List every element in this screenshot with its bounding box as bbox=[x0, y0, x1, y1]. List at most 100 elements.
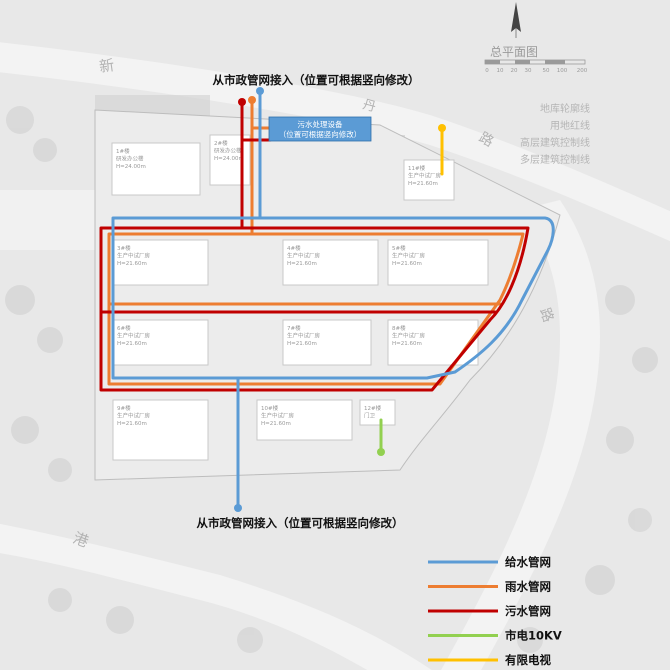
road-north bbox=[0, 42, 670, 242]
building-label: 8#楼 bbox=[392, 324, 406, 332]
scale-tick-label: 0 bbox=[485, 68, 489, 74]
building-label: 5#楼 bbox=[392, 244, 406, 252]
legend-label: 市电10KV bbox=[505, 629, 562, 643]
building-label: 12#楼 bbox=[364, 404, 382, 412]
trees bbox=[5, 106, 658, 653]
road-name: 路 bbox=[476, 130, 496, 151]
scale-tick-label: 50 bbox=[543, 68, 550, 74]
building-label: H=21.60m bbox=[392, 341, 422, 347]
road-west bbox=[0, 190, 100, 250]
building-label: 生产中试厂房 bbox=[117, 412, 151, 420]
building-label: H=21.60m bbox=[117, 261, 147, 267]
building-outline bbox=[282, 239, 379, 286]
building-label: 11#楼 bbox=[408, 164, 426, 172]
building-label: 生产中试厂房 bbox=[287, 332, 321, 340]
legend-item-tv: 有限电视 bbox=[428, 653, 551, 667]
building-outline bbox=[282, 319, 372, 366]
building-label: 3#楼 bbox=[117, 244, 131, 252]
road-east bbox=[441, 200, 600, 670]
building-label: 4#楼 bbox=[287, 244, 301, 252]
building-label: H=21.60m bbox=[408, 181, 438, 187]
building-label: 生产中试厂房 bbox=[392, 332, 426, 340]
building-label: H=21.60m bbox=[287, 261, 317, 267]
building-label: H=21.60m bbox=[287, 341, 317, 347]
road-name: 路 bbox=[536, 306, 556, 325]
power-connection-dot bbox=[377, 448, 385, 456]
legend-item-power: 市电10KV bbox=[428, 629, 562, 643]
legend-label: 雨水管网 bbox=[505, 580, 551, 594]
building-label: H=24.00m bbox=[116, 164, 146, 170]
building-label: 生产中试厂房 bbox=[287, 252, 321, 260]
water-connection-dot-south bbox=[234, 504, 242, 512]
plan-title: 总平面图 bbox=[490, 45, 538, 59]
building-label: 生产中试厂房 bbox=[408, 172, 442, 180]
building-label: 2#楼 bbox=[214, 139, 228, 147]
building-label: H=21.60m bbox=[117, 421, 147, 427]
legend-item-water: 给水管网 bbox=[428, 555, 551, 569]
building-label: 生产中试厂房 bbox=[117, 332, 151, 340]
building-label: 1#楼 bbox=[116, 147, 130, 155]
sewage-treatment-box bbox=[268, 116, 372, 142]
scale-tick-label: 10 bbox=[497, 68, 504, 74]
water-connection-dot bbox=[256, 87, 264, 95]
tv-connection-dot bbox=[438, 124, 446, 132]
road-name: 丹 bbox=[361, 97, 377, 115]
sewage-connection-dot bbox=[238, 98, 246, 106]
pipe-network bbox=[99, 88, 555, 510]
legend-label: 给水管网 bbox=[505, 555, 551, 569]
legend-item-sewage: 污水管网 bbox=[428, 604, 551, 618]
scale-tick-label: 100 bbox=[557, 68, 568, 74]
road-name: 新 bbox=[98, 56, 115, 76]
building-label: 7#楼 bbox=[287, 324, 301, 332]
sewage-pipe-loop bbox=[99, 226, 530, 392]
rain-connection-dot bbox=[248, 96, 256, 104]
building-label: 研发办公楼 bbox=[214, 147, 242, 155]
legend-label: 有限电视 bbox=[505, 653, 551, 667]
map-legend-item: 地库轮廓线 bbox=[540, 102, 590, 115]
building-label: 生产中试厂房 bbox=[392, 252, 426, 260]
building-label: 生产中试厂房 bbox=[117, 252, 151, 260]
building-outline bbox=[387, 319, 479, 366]
north-arrow-icon bbox=[511, 2, 521, 38]
building-outline bbox=[403, 159, 455, 201]
legend-item-rain: 雨水管网 bbox=[428, 580, 551, 594]
building-outline bbox=[387, 239, 489, 286]
sewage-treatment-note: （位置可根据竖向修改） bbox=[279, 129, 362, 139]
building-label: H=21.60m bbox=[117, 341, 147, 347]
building-label: 门卫 bbox=[364, 412, 376, 420]
scale-tick-label: 200 bbox=[577, 68, 588, 74]
scale-tick-label: 20 bbox=[511, 68, 518, 74]
building-label: H=21.60m bbox=[261, 421, 291, 427]
water-pipe-loop bbox=[111, 216, 555, 380]
building-label: H=24.00m bbox=[214, 156, 244, 162]
scale-bar bbox=[484, 59, 586, 65]
map-legend-item: 用地红线 bbox=[550, 119, 590, 132]
building-outline bbox=[112, 239, 209, 286]
building-outline bbox=[112, 399, 209, 461]
building-label: 研发办公楼 bbox=[116, 155, 144, 163]
building-label: 9#楼 bbox=[117, 404, 131, 412]
building-b12: 12#楼门卫 bbox=[359, 399, 396, 426]
buildings: 1#楼研发办公楼H=24.00m2#楼研发办公楼H=24.00m3#楼生产中试厂… bbox=[111, 134, 489, 461]
building-label: 生产中试厂房 bbox=[261, 412, 295, 420]
building-label: H=21.60m bbox=[392, 261, 422, 267]
map-legend-item: 多层建筑控制线 bbox=[520, 153, 590, 166]
map-legend-item: 高层建筑控制线 bbox=[520, 136, 590, 149]
road-south bbox=[0, 523, 432, 670]
callout-bottom: 从市政管网接入（位置可根据竖向修改） bbox=[197, 516, 404, 530]
